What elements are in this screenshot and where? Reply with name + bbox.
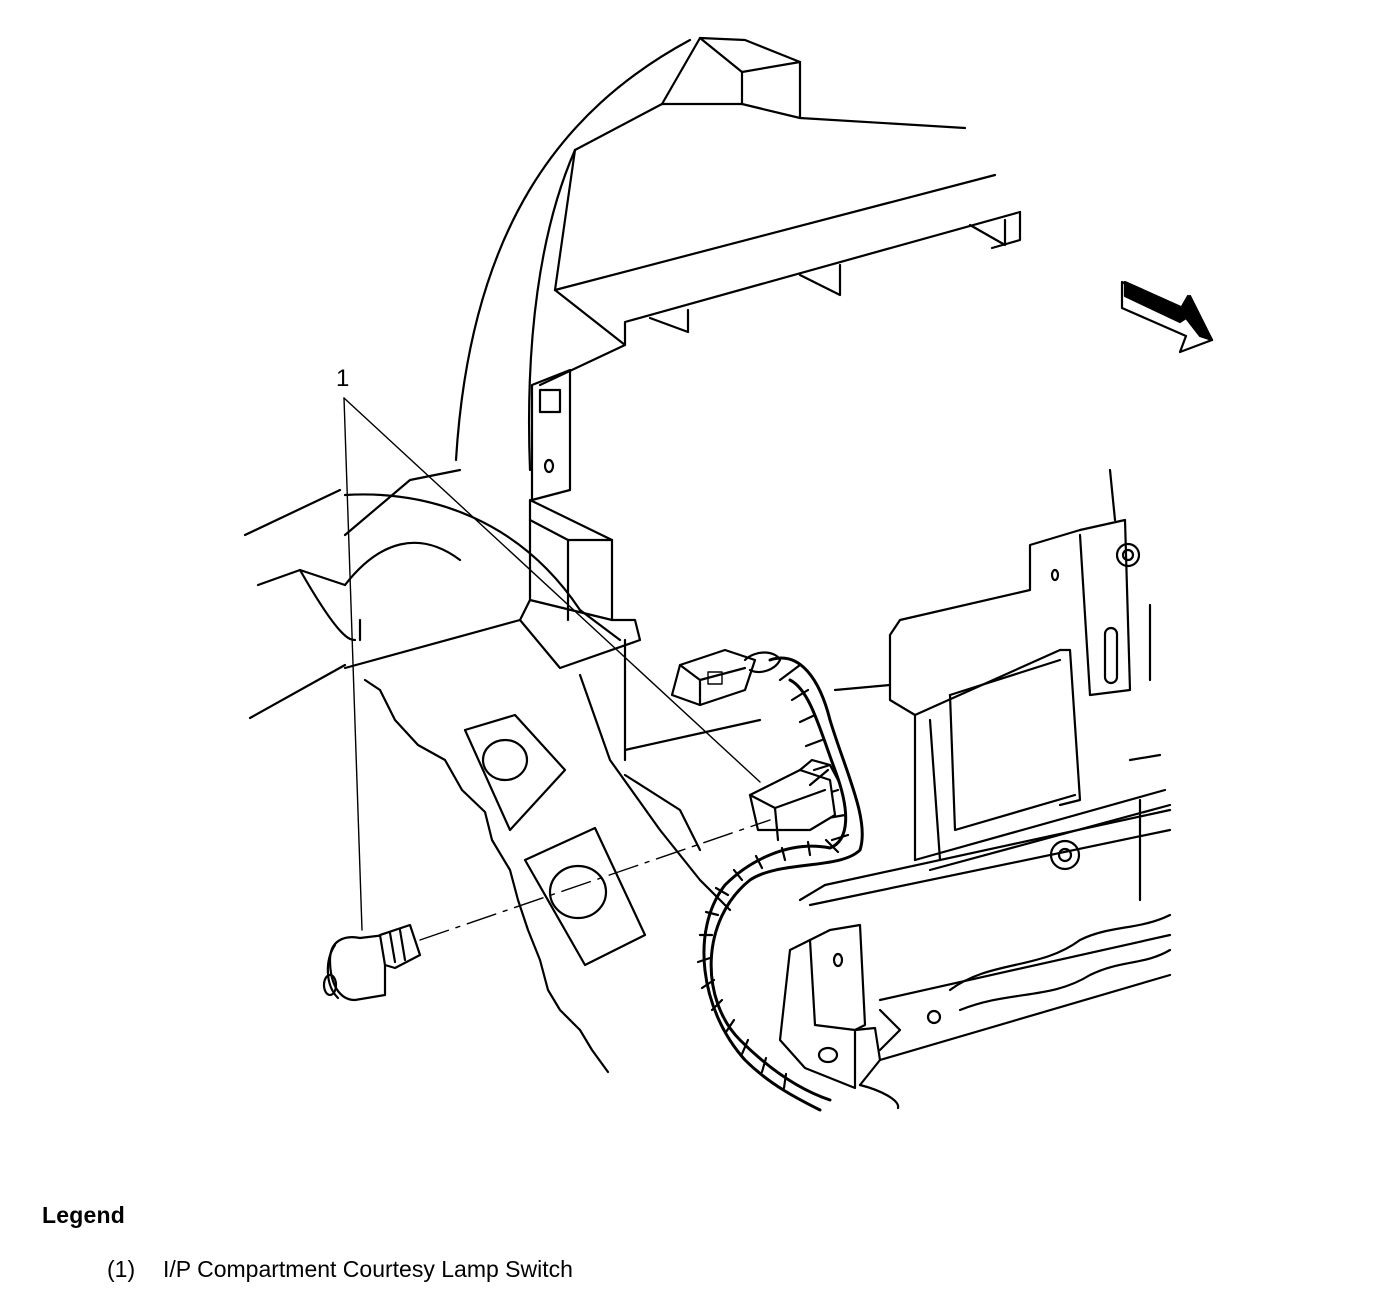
forward-arrow-icon xyxy=(1120,280,1214,354)
left-console-panel xyxy=(243,468,762,1074)
instrument-panel-upper-structure xyxy=(454,36,1022,670)
lamp-switch-location-diagram: 1 xyxy=(243,36,1214,1112)
legend-title: Legend xyxy=(42,1202,125,1228)
legend-item-number: (1) xyxy=(107,1256,136,1282)
harness-mounting-bracket xyxy=(778,923,902,1110)
legend-item: (1) I/P Compartment Courtesy Lamp Switch xyxy=(107,1256,573,1283)
courtesy-lamp-switch xyxy=(322,923,422,1002)
callout-leaders xyxy=(343,397,771,941)
legend-item-label: I/P Compartment Courtesy Lamp Switch xyxy=(163,1256,573,1282)
switch-connector xyxy=(748,758,840,842)
harness-connector-upper xyxy=(670,648,782,707)
callout-number-1: 1 xyxy=(336,365,349,392)
ip-compartment-structure xyxy=(798,468,1172,1062)
